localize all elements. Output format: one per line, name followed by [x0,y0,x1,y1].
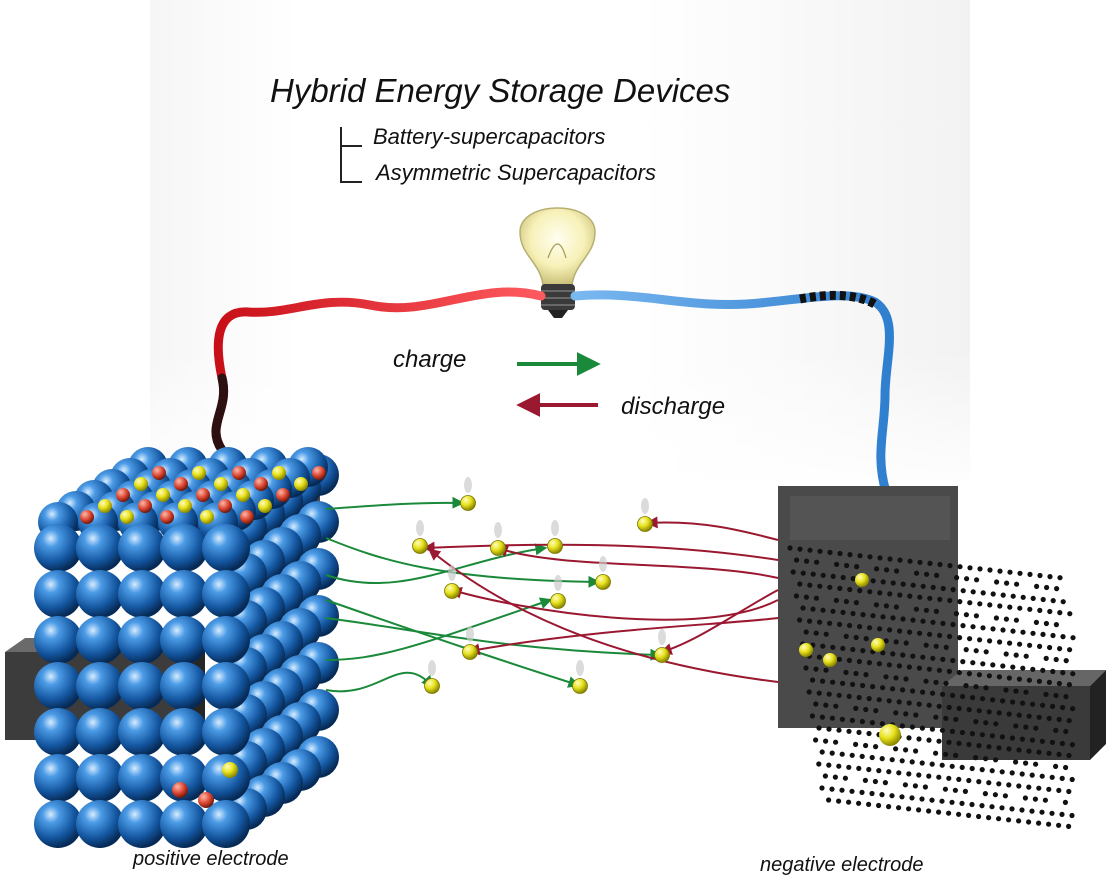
ions [412,477,670,694]
discharge-label: discharge [621,393,726,420]
positive-electrode-lattice [34,447,339,848]
positive-electrode-label: positive electrode [133,848,289,870]
ion-transfer-paths [325,496,779,693]
diagram-title: Hybrid Energy Storage Devices [270,72,731,109]
negative-electrode-graphene [787,545,1076,830]
negative-electrode-label: negative electrode [760,854,924,876]
subtype-asymmetric-supercapacitors: Asymmetric Supercapacitors [376,160,656,185]
subtype-battery-supercapacitors: Battery-supercapacitors [373,124,606,149]
tree-connector [340,127,342,183]
light-bulb-icon [519,207,596,318]
charge-label: charge [393,346,467,373]
